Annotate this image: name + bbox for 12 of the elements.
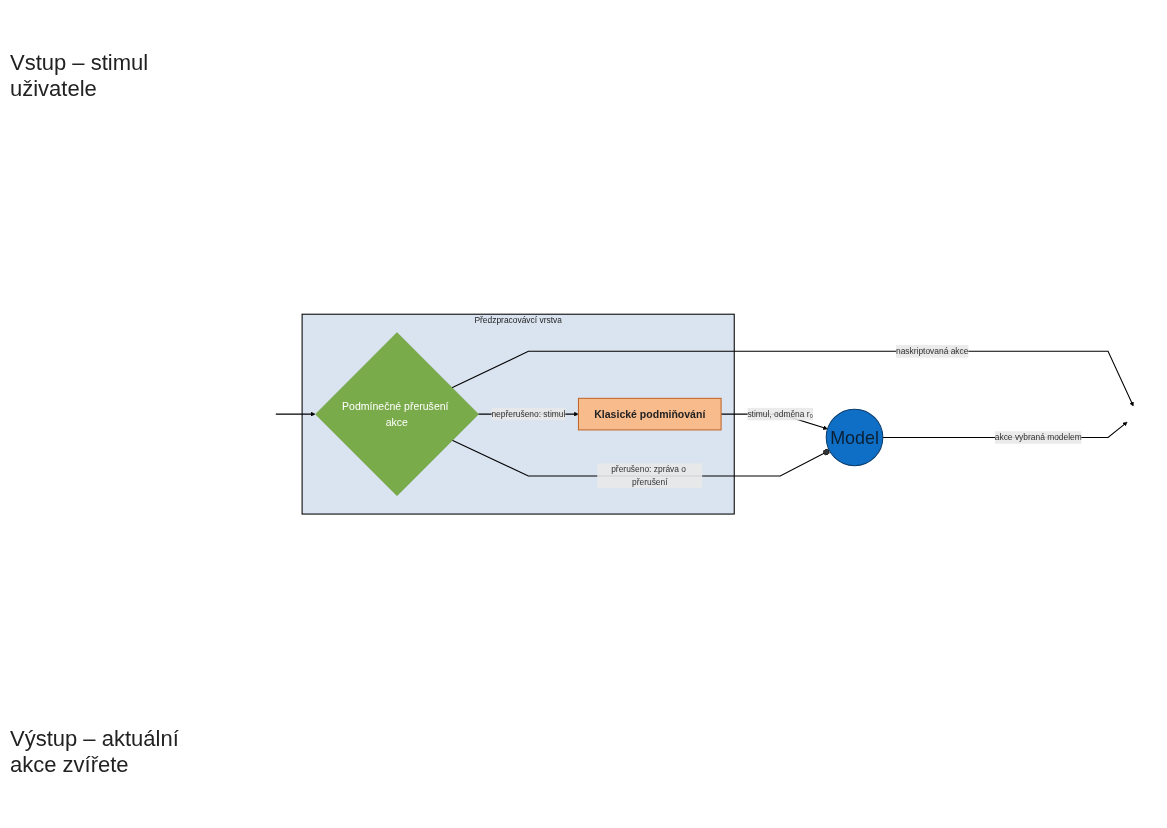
node-box: Klasické podmiňování <box>577 397 722 431</box>
node-diamond: Podmínečné přerušení akce <box>315 332 479 496</box>
edge-label: přerušeno: zpráva o přerušení <box>611 464 687 487</box>
edge-label: naskriptovaná akce <box>895 346 969 356</box>
edge-label: nepřerušeno: stimul <box>491 409 566 419</box>
edge-label: akce vybraná modelem <box>994 432 1082 442</box>
io-label: Vstup – stimul uživatele <box>10 50 150 102</box>
node-circle: Model <box>825 408 884 467</box>
arrow <box>451 350 1134 407</box>
edge-label: stimul, odměna r₀ <box>747 409 814 419</box>
arrow <box>275 411 316 417</box>
io-label: Výstup – aktuální akce zvířete <box>10 726 180 778</box>
